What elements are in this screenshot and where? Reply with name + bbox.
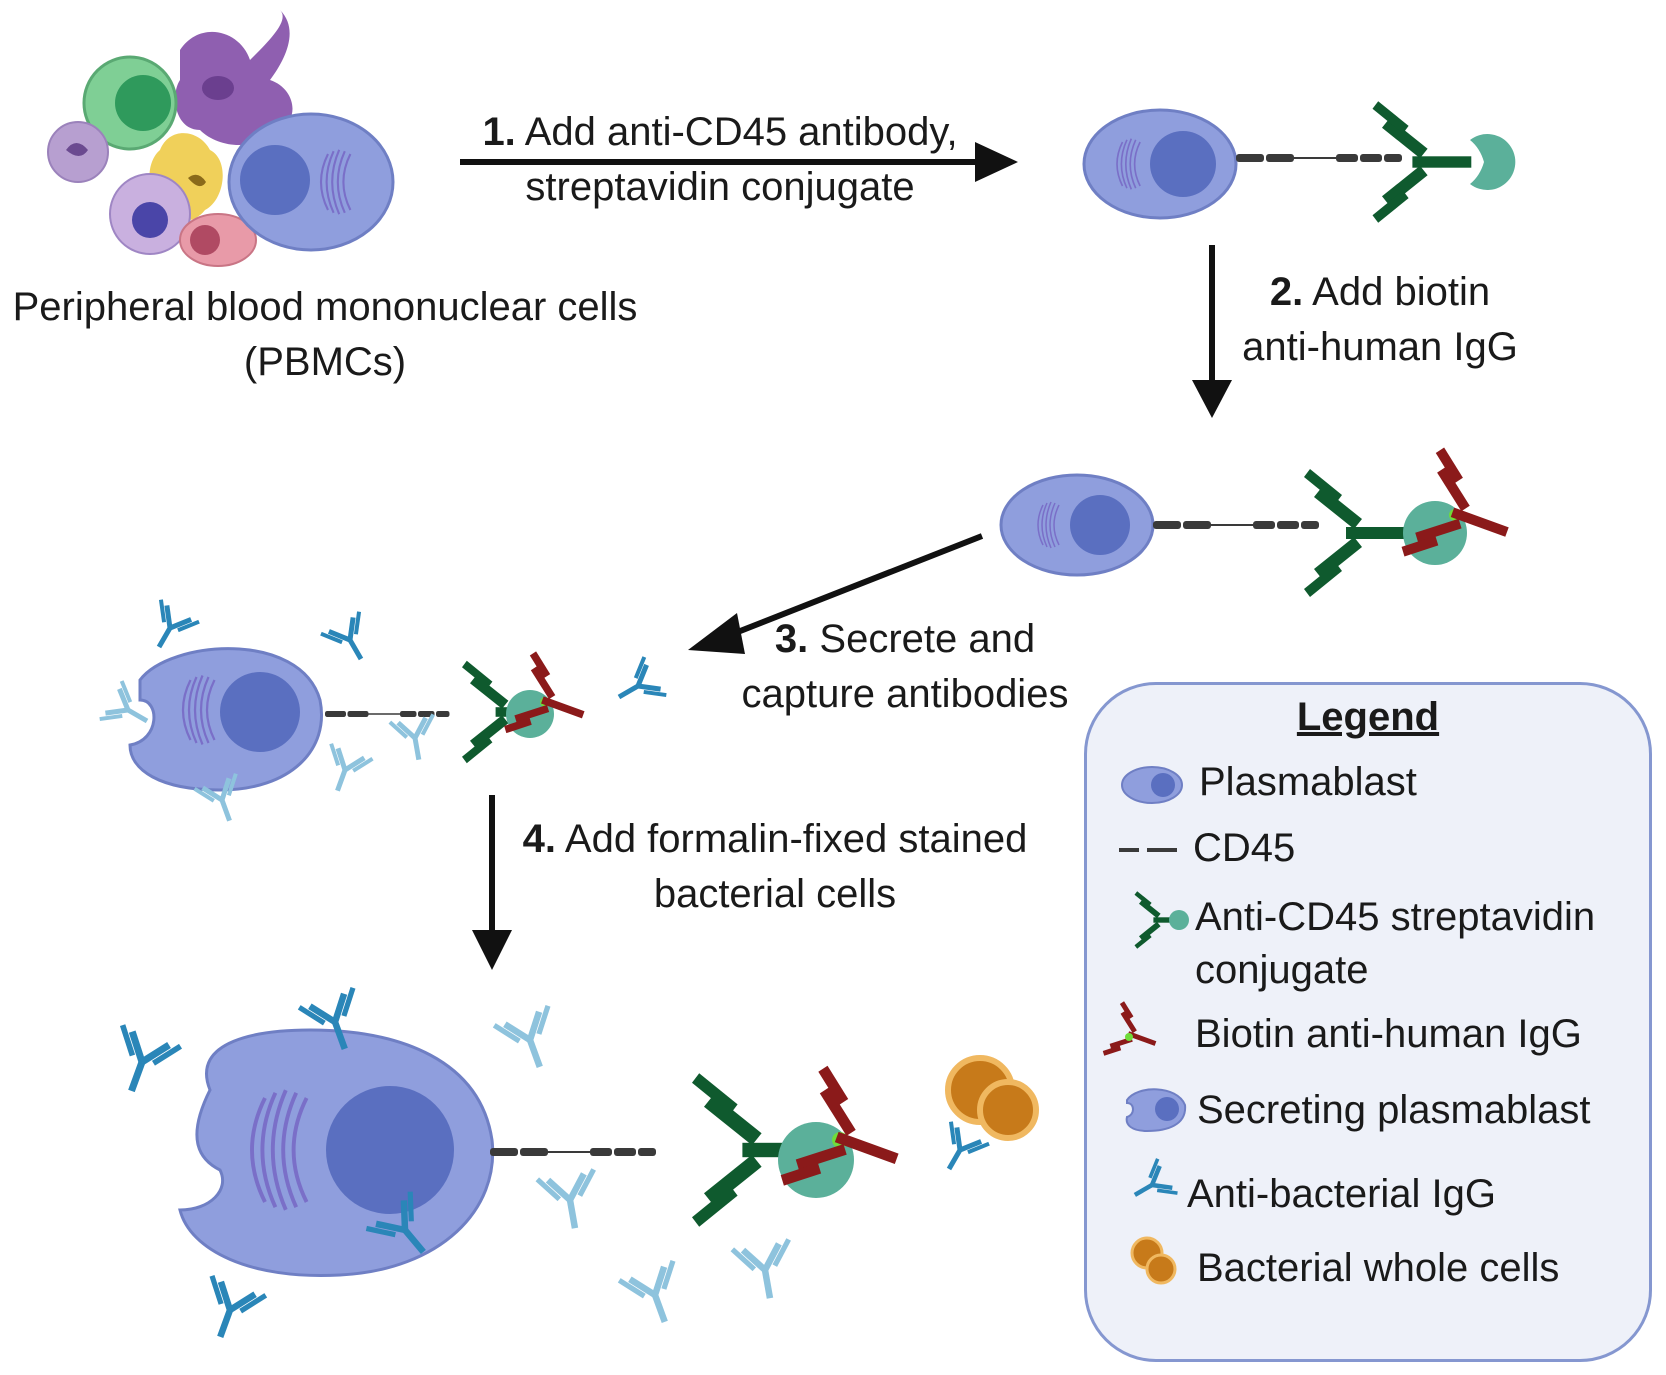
plasmablast-with-biotin-igg xyxy=(999,445,1527,597)
plasmablast-icon xyxy=(1121,766,1183,804)
cd45-icon xyxy=(1119,848,1177,852)
step3-arrow xyxy=(688,533,984,654)
biotin-igg-icon xyxy=(1101,1000,1166,1071)
legend-icons xyxy=(1101,766,1189,1285)
anti-cd45-conjugate-icon xyxy=(1134,891,1189,949)
legend-label-bacteria: Bacterial whole cells xyxy=(1197,1246,1560,1290)
pbmc-label-line2: (PBMCs) xyxy=(243,340,407,384)
legend-label-secreting-plasmablast: Secreting plasmablast xyxy=(1197,1088,1591,1132)
step4-label-line2: bacterial cells xyxy=(653,872,897,916)
secreting-plasmablast-icon xyxy=(1125,1088,1187,1133)
secreting-plasmablast-with-bacteria xyxy=(103,988,1039,1347)
step1-number: 1. xyxy=(482,110,516,154)
anti-bacterial-igg-icon xyxy=(1125,1159,1178,1212)
step1-arrow xyxy=(460,142,1018,182)
step4-label: 4. Add formalin-fixed stained xyxy=(500,812,1050,866)
legend-title: Legend xyxy=(1296,695,1440,739)
step2-arrow xyxy=(1192,245,1232,418)
step2-label-line2: anti-human IgG xyxy=(1242,325,1518,369)
plasmablast-with-conjugate xyxy=(1082,101,1516,223)
step1-label: 1. Add anti-CD45 antibody, xyxy=(460,105,980,159)
step4-number: 4. xyxy=(522,817,556,861)
step3-label-line2: capture antibodies xyxy=(741,672,1069,716)
legend-label-anti-bacterial-igg: Anti-bacterial IgG xyxy=(1187,1172,1497,1216)
pbmc-cluster-illustration xyxy=(47,10,395,267)
legend-label-conjugate-line2: conjugate xyxy=(1195,948,1369,992)
bacteria-icon xyxy=(1130,1236,1177,1285)
step2-label: 2. Add biotin xyxy=(1230,265,1530,319)
legend-label-plasmablast: Plasmablast xyxy=(1199,760,1417,804)
step2-text-line1: Add biotin xyxy=(1312,270,1491,314)
pbmc-label-line1: Peripheral blood mononuclear cells xyxy=(12,285,638,329)
step3-number: 3. xyxy=(774,617,809,661)
legend-label-cd45: CD45 xyxy=(1193,826,1296,870)
secreting-plasmablast xyxy=(100,600,667,829)
legend-panel: Legend Plasmablast CD45 A xyxy=(1084,682,1652,1362)
step4-arrow xyxy=(472,795,512,970)
legend-label-conjugate: Anti-CD45 streptavidin xyxy=(1195,895,1596,939)
step1-label-line2: streptavidin conjugate xyxy=(525,165,915,209)
step1-text-line1: Add anti-CD45 antibody, xyxy=(524,110,958,154)
step4-text-line1: Add formalin-fixed stained xyxy=(564,817,1028,861)
step3-label: 3. Secrete and xyxy=(730,612,1080,666)
step2-number: 2. xyxy=(1269,270,1304,314)
legend-label-biotin-igg: Biotin anti-human IgG xyxy=(1195,1012,1582,1056)
step3-text-line1: Secrete and xyxy=(819,617,1036,661)
